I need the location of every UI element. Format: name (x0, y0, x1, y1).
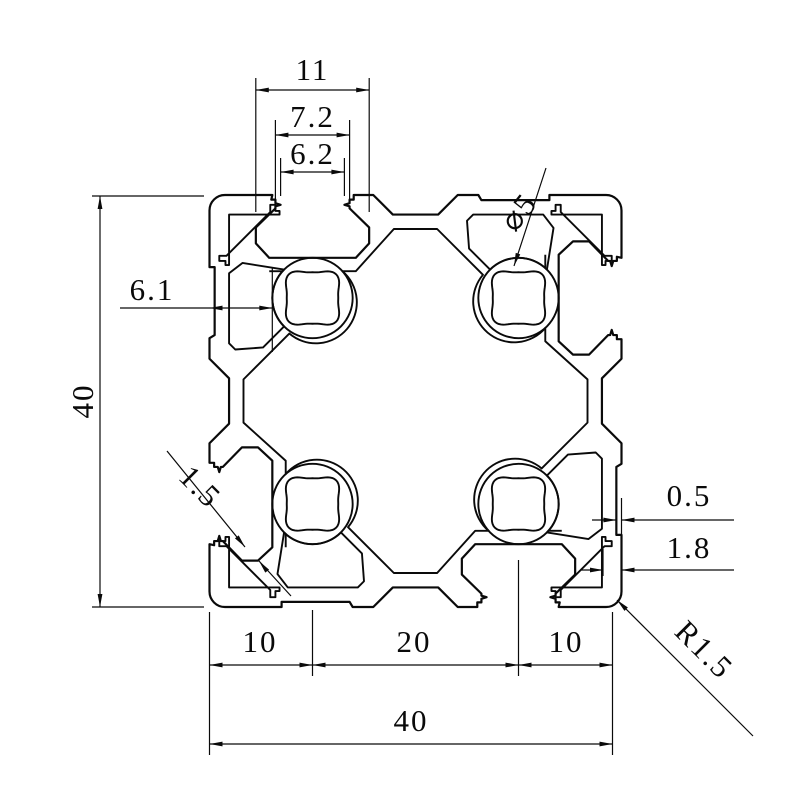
dimension-arrowhead (518, 662, 532, 668)
dimension-line (513, 167, 547, 267)
dim-overall-width: 40 (394, 703, 429, 738)
outer-contour (415, 193, 623, 401)
outer-contour (208, 401, 416, 609)
face-web-cavity (545, 451, 603, 540)
dimension-arrowhead (255, 87, 269, 93)
corner-web-cavity (550, 203, 613, 266)
dim-slot-inner-width: 11 (296, 52, 330, 87)
dim-face-recess-depth: 0.5 (667, 478, 712, 513)
dimension-arrowhead (275, 132, 289, 138)
dim-slot-opening-width: 6.2 (290, 136, 335, 171)
outer-contour (208, 193, 416, 401)
dimension-arrowhead (336, 132, 350, 138)
dim-bottom-left-pitch: 10 (243, 624, 278, 659)
profile-quadrant (208, 193, 416, 401)
profile-quadrant (415, 401, 623, 609)
dimension-arrowhead (209, 662, 223, 668)
dimension-arrowhead (617, 600, 628, 611)
outer-contour (415, 401, 623, 609)
dim-corner-hole-diameter: ⌀5 (493, 186, 544, 238)
screw-hole-clover (490, 476, 547, 532)
dimension-arrowhead (590, 567, 603, 573)
dim-overall-height: 40 (65, 384, 100, 419)
dimension-arrowhead (621, 567, 635, 573)
corner-web-cavity (550, 536, 613, 599)
dimension-arrowhead (299, 662, 313, 668)
face-web-cavity (228, 262, 286, 351)
dimension-texts-group: 11 7.2 6.2 ⌀5 6.1 40 1.5 0.5 1.8 R1.5 10… (65, 52, 741, 738)
screw-hole-clover (284, 476, 341, 532)
face-web-cavity (276, 531, 365, 589)
screw-boss-ring (271, 256, 354, 340)
dimension-arrowhead (312, 662, 326, 668)
corner-web-cavity (218, 536, 281, 599)
dimension-arrowhead (356, 87, 370, 93)
dimension-line (616, 599, 754, 737)
dimension-line (166, 450, 246, 548)
screw-hole-clover (490, 270, 547, 326)
corner-web-cavity (218, 203, 281, 266)
central-cavity (242, 228, 589, 574)
dimension-arrowhead (599, 741, 613, 747)
dimension-arrowhead (505, 662, 519, 668)
screw-boss-ring (271, 462, 354, 546)
dimension-arrowhead (209, 741, 223, 747)
dimension-arrowhead (621, 517, 635, 523)
dim-bottom-center-pitch: 20 (397, 624, 432, 659)
dimension-arrowhead (209, 305, 223, 311)
dim-bottom-right-pitch: 10 (549, 624, 584, 659)
dim-slot-mouth-width: 7.2 (290, 99, 335, 134)
dim-edge-wall-thickness: 1.8 (667, 530, 712, 565)
dimension-arrowhead (97, 196, 103, 209)
dimension-arrowhead (603, 517, 617, 523)
profile-outline-group (208, 193, 623, 609)
profile-quadrant (415, 193, 623, 401)
dim-slot-edge-offset: 6.1 (130, 272, 175, 307)
screw-boss-ring (477, 462, 560, 546)
screw-hole-clover (284, 270, 341, 326)
screw-boss-ring (477, 256, 560, 340)
dimension-arrowhead (259, 561, 270, 573)
dimension-arrows-group (97, 87, 635, 747)
dimension-arrowhead (331, 169, 345, 175)
dimension-arrowhead (259, 305, 273, 311)
dimension-arrowhead (234, 535, 245, 547)
dimension-arrowhead (599, 662, 613, 668)
dimension-arrowhead (97, 594, 103, 607)
dim-corner-radius: R1.5 (668, 613, 740, 685)
dimension-arrowhead (280, 169, 294, 175)
dimension-arrowhead (514, 252, 521, 266)
profile-quadrant (208, 401, 416, 609)
